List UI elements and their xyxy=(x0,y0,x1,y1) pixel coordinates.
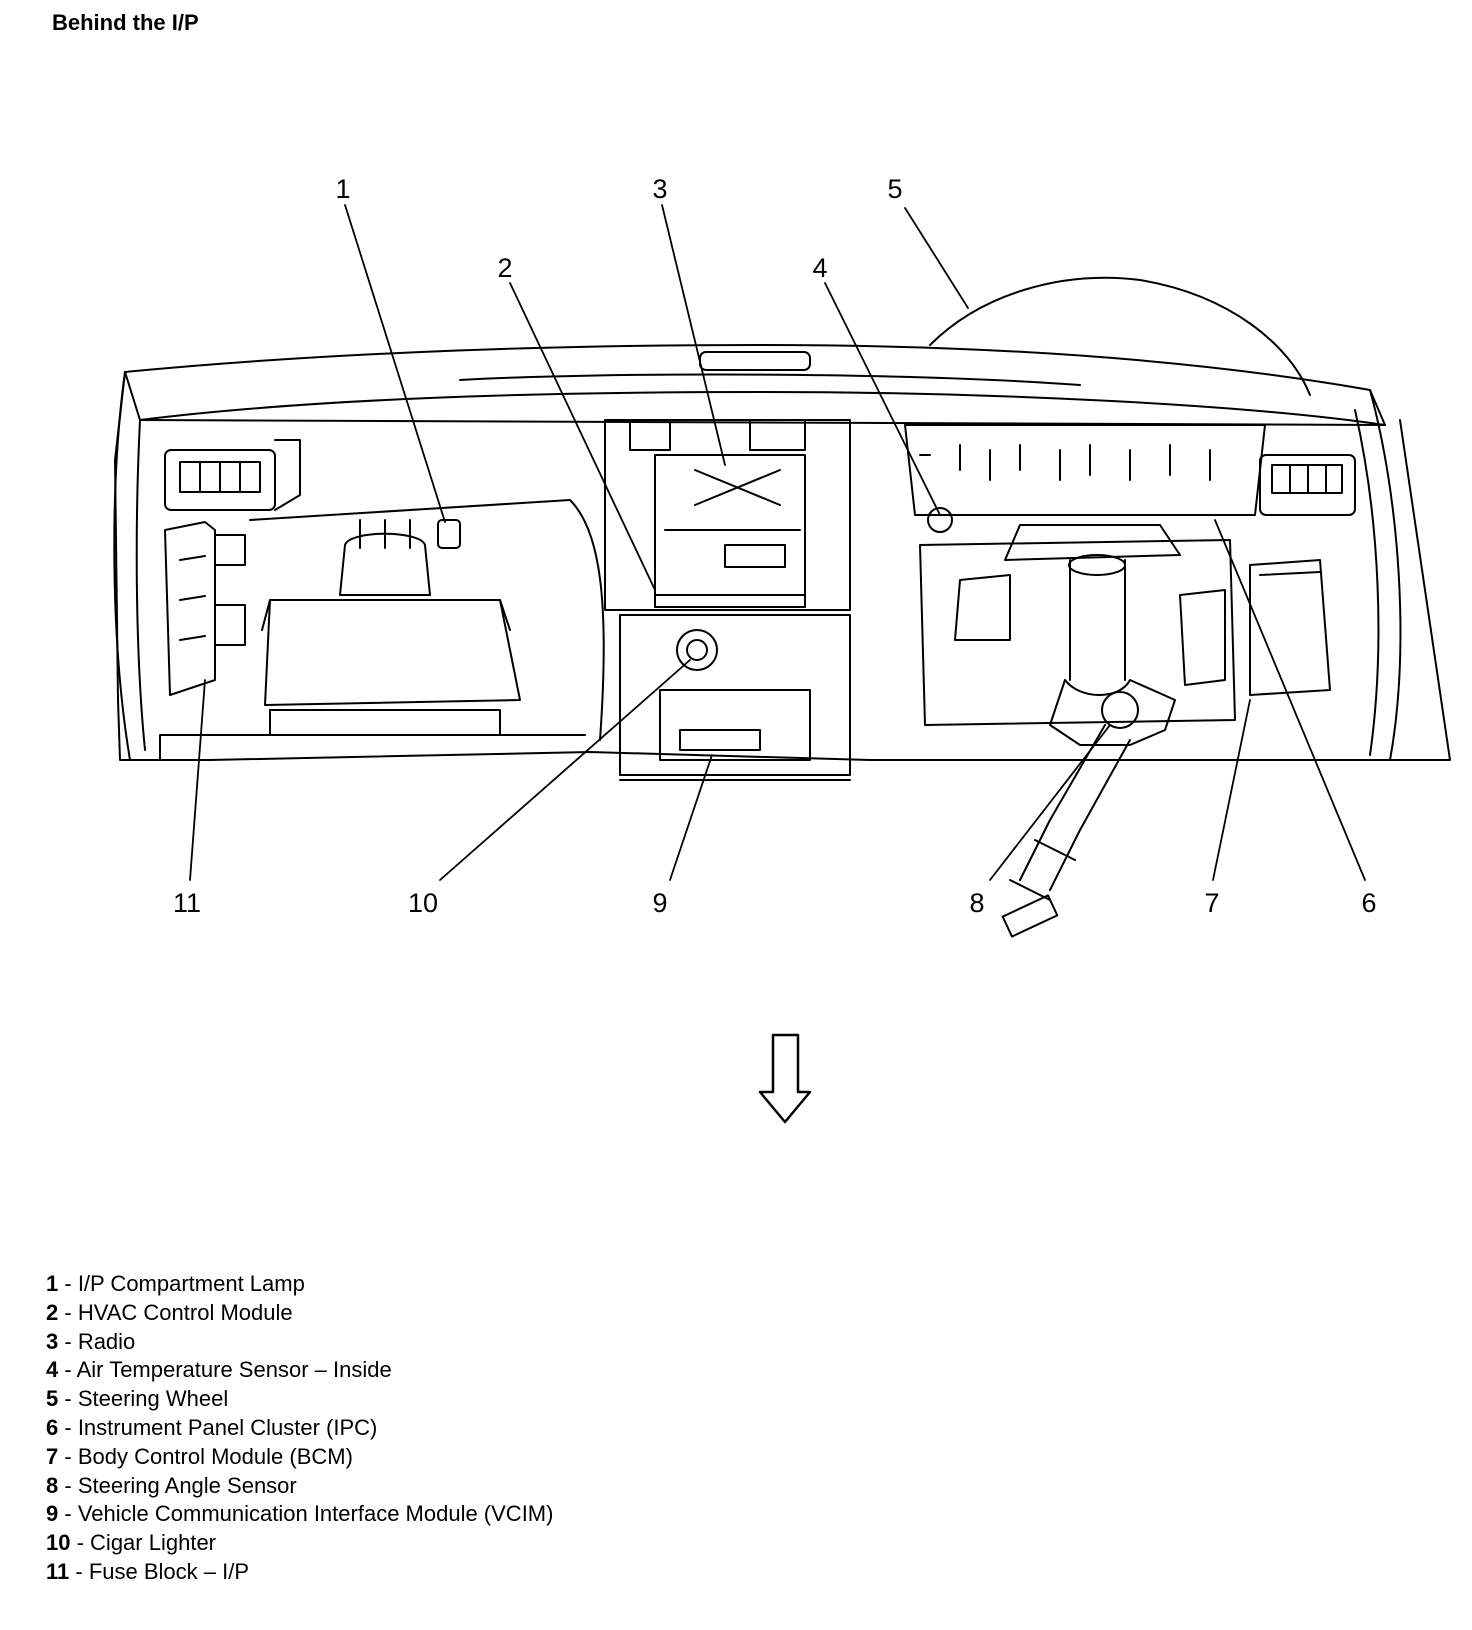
legend-number: 4 xyxy=(46,1357,59,1383)
legend-number: 9 xyxy=(46,1501,59,1527)
legend-item: 10 - Cigar Lighter xyxy=(46,1529,553,1558)
legend-separator: - xyxy=(58,1443,78,1469)
leader-line-9 xyxy=(669,754,713,881)
diagram-title: Behind the I/P xyxy=(52,10,199,35)
leader-line-4 xyxy=(824,282,941,516)
leader-line-8 xyxy=(989,724,1111,881)
leader-line-5 xyxy=(904,207,969,309)
legend-item: 11 - Fuse Block – I/P xyxy=(46,1558,553,1587)
leader-line-7 xyxy=(1212,699,1251,881)
legend-label: Instrument Panel Cluster (IPC) xyxy=(77,1414,378,1440)
legend-separator: - xyxy=(58,1472,78,1498)
callout-number: 7 xyxy=(1204,888,1219,918)
leader-line-6 xyxy=(1214,519,1366,881)
legend-item: 5 - Steering Wheel xyxy=(46,1385,553,1414)
legend-item: 8 - Steering Angle Sensor xyxy=(46,1472,553,1501)
instrument-cluster xyxy=(904,424,1266,533)
dashboard-diagram: 1 2 3 4 5 6 7 8 9 10 11 xyxy=(113,174,1451,1124)
callout-number: 2 xyxy=(497,253,512,283)
legend-number: 11 xyxy=(46,1558,70,1584)
legend-item: 6 - Instrument Panel Cluster (IPC) xyxy=(46,1414,553,1443)
legend-label: Radio xyxy=(77,1328,136,1354)
dashboard-body xyxy=(113,344,1451,761)
legend-number: 3 xyxy=(46,1328,59,1354)
fuse-block xyxy=(164,521,246,696)
legend-separator: - xyxy=(58,1414,78,1440)
right-vent xyxy=(1259,454,1356,516)
center-stack xyxy=(604,419,851,611)
lower-center-module xyxy=(619,614,851,781)
callout-number: 10 xyxy=(408,888,438,918)
body-control-module xyxy=(1249,559,1331,696)
legend-item: 7 - Body Control Module (BCM) xyxy=(46,1443,553,1472)
legend-label: Vehicle Communication Interface Module (… xyxy=(77,1501,554,1527)
legend-label: Air Temperature Sensor – Inside xyxy=(76,1357,392,1383)
glove-box xyxy=(249,499,605,741)
callout-number: 3 xyxy=(652,174,667,204)
legend-label: Steering Angle Sensor xyxy=(77,1472,297,1498)
callout-number: 8 xyxy=(969,888,984,918)
legend-label: Cigar Lighter xyxy=(90,1530,216,1556)
steering-wheel xyxy=(929,276,1311,396)
legend-separator: - xyxy=(58,1386,78,1412)
callout-number: 6 xyxy=(1361,888,1376,918)
legend-separator: - xyxy=(58,1328,78,1354)
legend-number: 2 xyxy=(46,1299,59,1325)
leader-line-1 xyxy=(344,204,446,523)
legend-item: 4 - Air Temperature Sensor – Inside xyxy=(46,1356,553,1385)
leader-line-3 xyxy=(661,204,726,466)
legend-number: 7 xyxy=(46,1443,59,1469)
leader-line-10 xyxy=(439,659,691,881)
legend-label: Steering Wheel xyxy=(77,1386,229,1412)
down-arrow-icon xyxy=(758,1033,812,1124)
legend-separator: - xyxy=(70,1530,91,1556)
legend-number: 6 xyxy=(46,1414,59,1440)
callout-number: 4 xyxy=(812,253,827,283)
legend-number: 10 xyxy=(46,1530,71,1556)
legend-label: Body Control Module (BCM) xyxy=(77,1443,353,1469)
callout-number: 11 xyxy=(173,888,201,918)
legend-separator: - xyxy=(58,1357,77,1383)
legend-separator: - xyxy=(69,1558,89,1584)
legend-label: HVAC Control Module xyxy=(77,1299,293,1325)
legend-label: I/P Compartment Lamp xyxy=(77,1271,305,1296)
legend-separator: - xyxy=(58,1299,78,1325)
left-vent xyxy=(164,439,301,511)
legend-separator: - xyxy=(58,1271,78,1296)
legend-item: 3 - Radio xyxy=(46,1328,553,1357)
callout-number: 5 xyxy=(887,174,902,204)
legend-separator: - xyxy=(58,1501,78,1527)
callout-number: 9 xyxy=(652,888,667,918)
legend-number: 5 xyxy=(46,1386,59,1412)
legend-item: 2 - HVAC Control Module xyxy=(46,1299,553,1328)
compartment-lamp xyxy=(437,519,461,549)
legend-number: 8 xyxy=(46,1472,59,1498)
leader-line-2 xyxy=(509,282,656,591)
legend-label: Fuse Block – I/P xyxy=(88,1558,250,1584)
callout-number: 1 xyxy=(335,174,350,204)
legend-item: 9 - Vehicle Communication Interface Modu… xyxy=(46,1500,553,1529)
legend-number: 1 xyxy=(46,1271,59,1296)
leader-lines xyxy=(189,204,1366,881)
legend-item: 1 - I/P Compartment Lamp xyxy=(46,1270,553,1299)
steering-column xyxy=(919,524,1236,938)
leader-line-11 xyxy=(189,679,206,881)
